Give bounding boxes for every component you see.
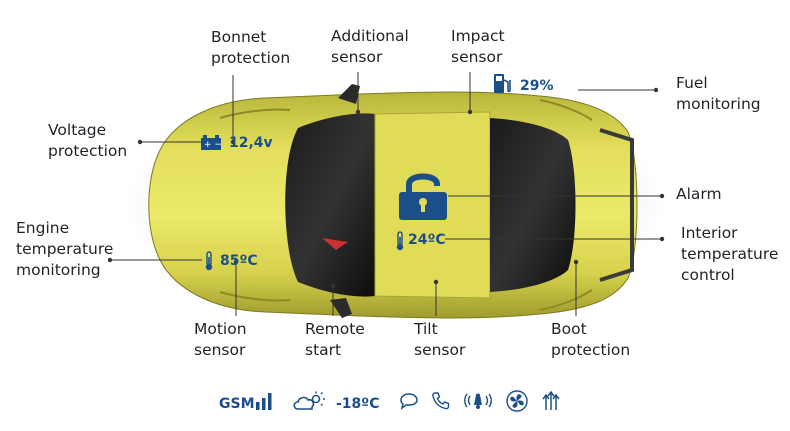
padlock-icon [399,173,447,220]
fan-icon [506,390,528,412]
label-line: protection [551,341,631,359]
svg-text:+ −: + − [204,140,222,150]
label-engine-temperature-monitoring: Engine temperature monitoring [16,218,113,281]
label-line: Motion [194,320,247,338]
label-line: monitoring [16,261,101,279]
label-remote-start: Remote start [305,319,365,361]
label-impact-sensor: Impact sensor [451,26,505,68]
voltage-readout: 12,4v [229,135,273,151]
label-line: protection [48,142,128,160]
thermometer-icon [205,251,213,271]
label-line: Impact [451,27,505,45]
label-line: Interior [681,224,738,242]
label-fuel-monitoring: Fuel monitoring [676,73,761,115]
engine-temp-readout: 85ºC [220,253,258,269]
label-line: control [681,266,735,284]
label-alarm: Alarm [676,184,722,205]
label-line: Tilt [414,320,438,338]
label-line: Voltage [48,121,107,139]
label-line: sensor [194,341,246,359]
outside-temp-readout: -18ºC [336,396,380,412]
gsm-label: GSM [219,396,255,412]
label-line: sensor [331,48,383,66]
label-motion-sensor: Motion sensor [194,319,247,361]
label-line: Engine [16,219,70,237]
label-boot-protection: Boot protection [551,319,630,361]
label-line: protection [211,49,291,67]
signal-bars-icon [256,393,272,410]
label-line: temperature [16,240,114,258]
label-line: Alarm [676,185,722,203]
heat-icon [542,390,560,410]
label-line: Fuel [676,74,708,92]
label-line: monitoring [676,95,761,113]
phone-icon [432,392,450,410]
label-interior-temperature-control: Interior temperature control [681,223,778,286]
label-line: sensor [451,48,503,66]
label-line: Bonnet [211,28,267,46]
status-bar: GSM -18ºC [0,388,790,418]
vibration-icon [464,393,492,409]
fuel-readout: 29% [520,78,554,94]
fuel-pump-icon [494,74,511,93]
thermometer-icon [396,231,404,251]
chat-icon [400,393,418,410]
label-additional-sensor: Additional sensor [331,26,409,68]
label-line: start [305,341,342,359]
label-line: temperature [681,245,779,263]
interior-temp-readout: 24ºC [408,232,446,248]
label-line: Additional [331,27,409,45]
label-tilt-sensor: Tilt sensor [414,319,465,361]
label-line: sensor [414,341,466,359]
label-line: Remote [305,320,365,338]
label-voltage-protection: Voltage protection [48,120,127,162]
label-line: Boot [551,320,587,338]
weather-icon [293,391,325,410]
label-bonnet-protection: Bonnet protection [211,27,290,69]
battery-icon: + − [201,135,222,150]
